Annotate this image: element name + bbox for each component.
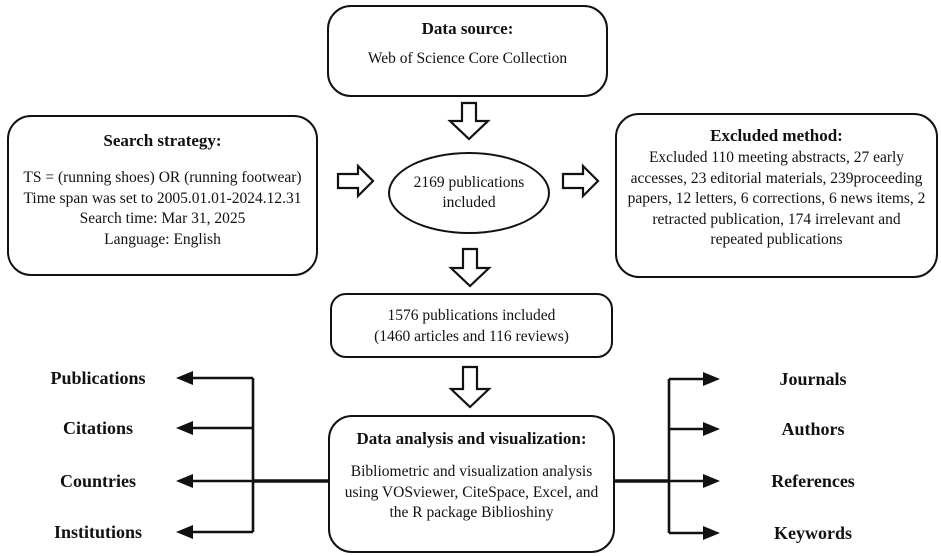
label-citations: Citations bbox=[62, 418, 133, 438]
down-arrow-icon bbox=[448, 247, 492, 288]
right-branch-connector bbox=[615, 372, 720, 540]
down-arrow-icon bbox=[448, 365, 492, 409]
excluded-method-box: Excluded method: Excluded 110 meeting ab… bbox=[615, 113, 938, 278]
initial-included-ellipse: 2169 publications included bbox=[388, 152, 550, 234]
data-source-box: Data source: Web of Science Core Collect… bbox=[327, 5, 608, 97]
arrowhead-right-icon bbox=[703, 474, 720, 488]
arrowhead-right-icon bbox=[703, 526, 720, 540]
label-journals: Journals bbox=[779, 369, 847, 389]
final-included-line1: 1576 publications included bbox=[387, 307, 556, 324]
final-included-line2: (1460 articles and 116 reviews) bbox=[374, 327, 569, 345]
time-span-line: Time span was set to 2005.01.01-2024.12.… bbox=[23, 189, 302, 207]
search-time-line: Search time: Mar 31, 2025 bbox=[79, 210, 246, 227]
label-institutions: Institutions bbox=[53, 522, 143, 542]
analysis-title: Data analysis and visualization: bbox=[356, 429, 587, 448]
analysis-body: Bibliometric and visualization analysis … bbox=[344, 463, 599, 521]
label-keywords: Keywords bbox=[774, 523, 852, 543]
arrowhead-left-icon bbox=[176, 525, 193, 539]
label-countries: Countries bbox=[60, 471, 136, 491]
right-arrow-icon bbox=[336, 163, 375, 199]
label-authors: Authors bbox=[781, 419, 845, 439]
data-source-title: Data source: bbox=[421, 19, 514, 38]
search-strategy-title: Search strategy: bbox=[103, 131, 222, 150]
initial-included-line1: 2169 publications bbox=[413, 173, 525, 191]
excluded-method-title: Excluded method: bbox=[710, 126, 843, 145]
down-arrow-icon bbox=[447, 101, 491, 141]
arrowhead-right-icon bbox=[703, 422, 720, 436]
arrowhead-left-icon bbox=[176, 421, 193, 435]
arrowhead-right-icon bbox=[703, 372, 720, 386]
label-publications: Publications bbox=[50, 368, 146, 388]
arrowhead-left-icon bbox=[176, 371, 193, 385]
excluded-method-body: Excluded 110 meeting abstracts, 27 early… bbox=[627, 149, 926, 248]
data-source-body: Web of Science Core Collection bbox=[367, 50, 568, 67]
search-query-line: TS = (running shoes) OR (running footwea… bbox=[23, 169, 302, 186]
initial-included-line2: included bbox=[442, 194, 496, 211]
analysis-box: Data analysis and visualization: Bibliom… bbox=[328, 415, 615, 553]
final-included-box: 1576 publications included (1460 article… bbox=[330, 293, 613, 358]
label-references: References bbox=[771, 471, 855, 491]
search-strategy-box: Search strategy: TS = (running shoes) OR… bbox=[7, 115, 318, 276]
right-arrow-icon bbox=[561, 163, 600, 199]
language-line: Language: English bbox=[104, 230, 221, 248]
arrowhead-left-icon bbox=[176, 474, 193, 488]
left-branch-connector bbox=[176, 371, 330, 539]
